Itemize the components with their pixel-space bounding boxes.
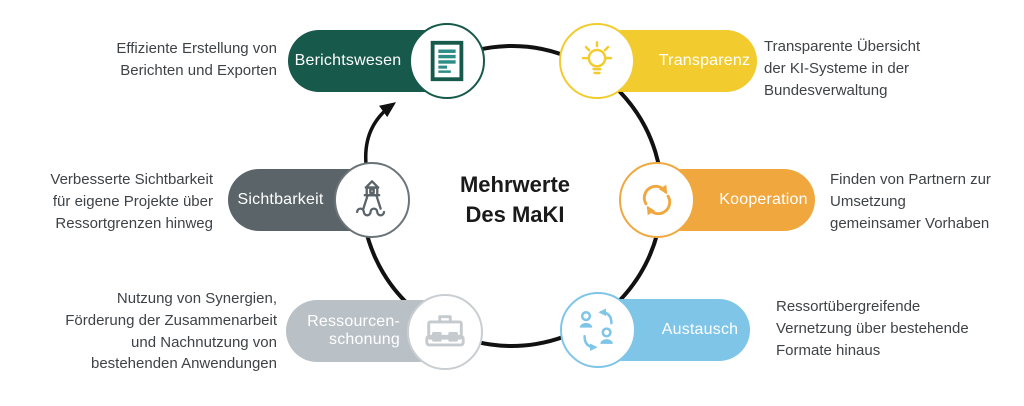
- node-circle-kooperation: [619, 162, 695, 238]
- desc-transparenz: Transparente Übersicht der KI-Systeme in…: [764, 38, 921, 99]
- node-circle-austausch: [560, 292, 636, 368]
- people-exchange-icon: [579, 308, 613, 352]
- node-circle-sichtbarkeit: [334, 162, 410, 238]
- desc-kooperation: Finden von Partnern zur Umsetzung gemein…: [830, 171, 991, 232]
- pill-label-kooperation: Kooperation: [719, 190, 808, 208]
- desc-sichtbarkeit: Verbesserte Sichtbarkeit für eigene Proj…: [50, 171, 213, 232]
- desc-austausch: Ressortübergreifende Vernetzung über bes…: [776, 298, 969, 359]
- pill-label-berichtswesen: Berichtswesen: [294, 51, 402, 69]
- pill-label-ressourcenschonung: Ressourcen- schonung: [307, 312, 400, 348]
- report-document-icon: [430, 40, 464, 82]
- diagram-title: Mehrwerte Des MaKI: [459, 172, 571, 227]
- node-circle-ressourcenschonung: [407, 294, 483, 370]
- desc-berichtswesen: Effiziente Erstellung von Berichten und …: [116, 40, 277, 79]
- pill-label-transparenz: Transparenz: [658, 51, 751, 69]
- lighthouse-icon: [355, 180, 386, 217]
- cycle-arrow: [363, 102, 397, 165]
- sync-arrows-icon: [642, 184, 672, 216]
- desc-ressourcenschonung: Nutzung von Synergien, Förderung der Zus…: [65, 290, 277, 373]
- briefcase-icon: [425, 315, 465, 347]
- node-circle-transparenz: [559, 23, 635, 99]
- pill-label-sichtbarkeit: Sichtbarkeit: [237, 190, 324, 208]
- lightbulb-icon: [581, 41, 613, 75]
- node-circle-berichtswesen: [409, 23, 485, 99]
- pill-label-austausch: Austausch: [661, 320, 739, 338]
